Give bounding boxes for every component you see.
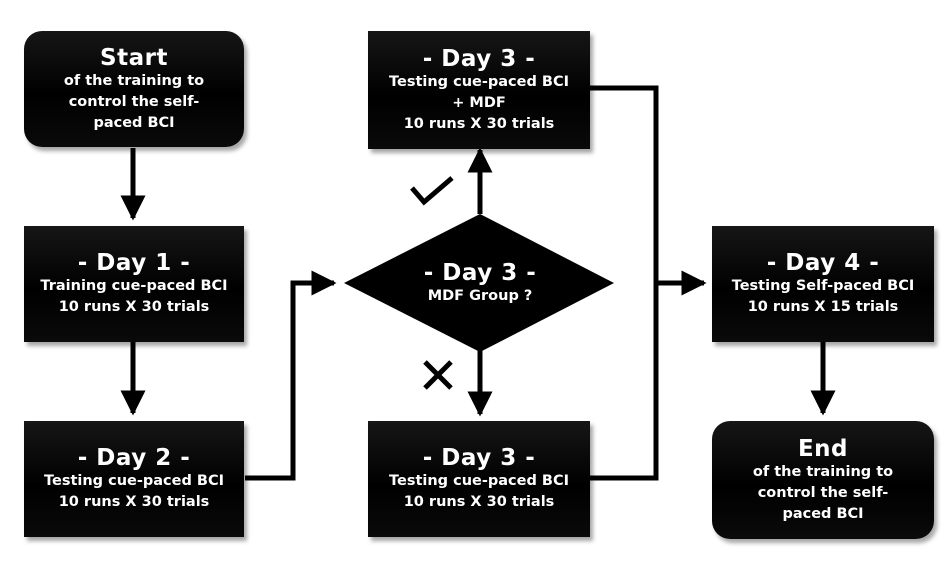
day4-title: - Day 4 - <box>766 250 880 276</box>
day4-line-2: 10 runs X 15 trials <box>747 299 899 315</box>
day3-nomdf-line-2: 10 runs X 30 trials <box>403 494 555 510</box>
day2-title: - Day 2 - <box>77 445 191 471</box>
start-line-3: paced BCI <box>93 114 175 131</box>
day3-mdf-line-2: + MDF <box>452 94 506 111</box>
decision-title: - Day 3 - <box>423 259 537 286</box>
end-title: End <box>797 435 849 462</box>
day3-nomdf-node: - Day 3 - Testing cue-paced BCI 10 runs … <box>368 421 590 537</box>
decision-label: - Day 3 - MDF Group ? <box>380 250 580 316</box>
day3-nomdf-title: - Day 3 - <box>422 445 536 471</box>
start-line-2: control the self- <box>68 93 200 110</box>
end-node: End of the training to control the self-… <box>712 421 934 539</box>
end-line-2: control the self- <box>757 484 889 501</box>
line-day3-mdf-to-merge <box>590 85 659 283</box>
day1-line-1: Training cue-paced BCI <box>40 278 228 294</box>
start-title: Start <box>100 44 168 71</box>
decision-diamond <box>344 214 614 352</box>
start-node: Start of the training to control the sel… <box>24 31 244 147</box>
day3-mdf-node: - Day 3 - Testing cue-paced BCI + MDF 10… <box>368 31 590 149</box>
arrow-day2-to-decision <box>245 270 337 481</box>
cross-icon <box>423 360 453 390</box>
day1-title: - Day 1 - <box>77 250 191 276</box>
day1-node: - Day 1 - Training cue-paced BCI 10 runs… <box>24 226 244 342</box>
start-line-1: of the training to <box>63 72 205 89</box>
end-line-1: of the training to <box>752 463 894 480</box>
end-line-3: paced BCI <box>782 505 864 522</box>
day2-line-1: Testing cue-paced BCI <box>44 473 224 489</box>
day1-line-2: 10 runs X 30 trials <box>58 299 210 315</box>
day4-node: - Day 4 - Testing Self-paced BCI 10 runs… <box>712 226 934 342</box>
day3-mdf-title: - Day 3 - <box>422 45 536 72</box>
day2-node: - Day 2 - Testing cue-paced BCI 10 runs … <box>24 421 244 537</box>
decision-line-1: MDF Group ? <box>427 287 533 304</box>
day3-nomdf-line-1: Testing cue-paced BCI <box>389 473 569 489</box>
day3-mdf-line-1: Testing cue-paced BCI <box>389 73 569 90</box>
line-day3-nomdf-to-merge <box>590 283 659 481</box>
day3-mdf-line-3: 10 runs X 30 trials <box>403 115 555 132</box>
day2-line-2: 10 runs X 30 trials <box>58 494 210 510</box>
check-icon <box>410 176 454 206</box>
day4-line-1: Testing Self-paced BCI <box>731 278 915 294</box>
